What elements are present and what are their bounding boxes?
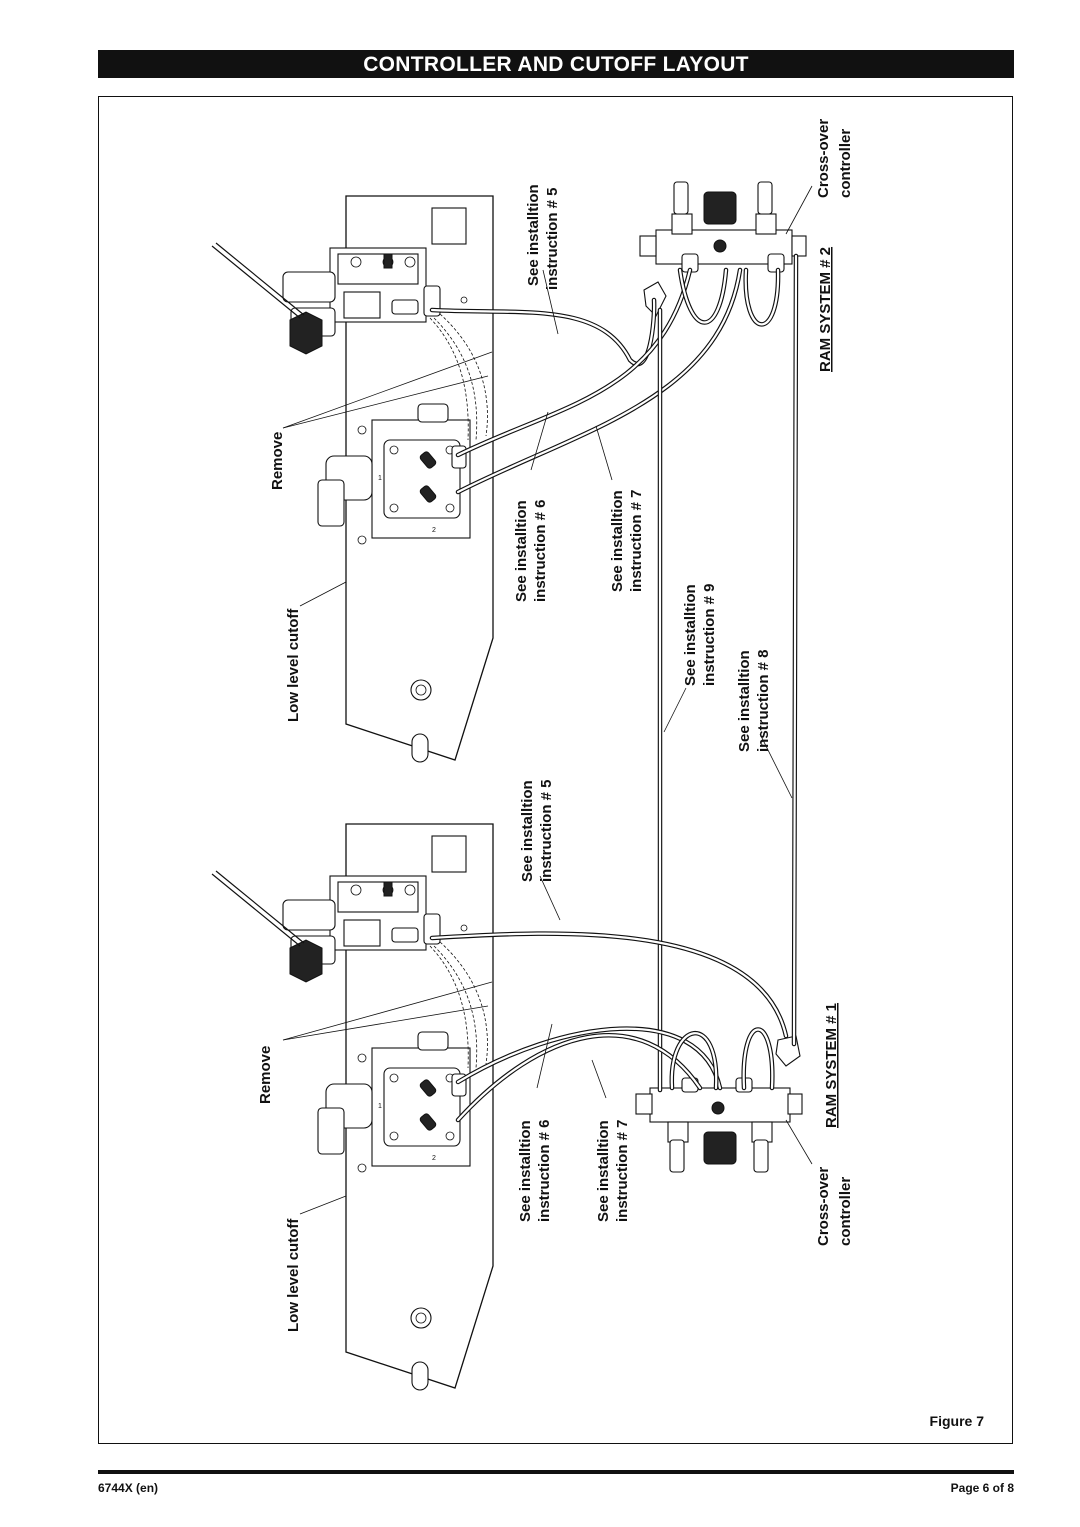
see-installation-9-l1: See installtion [682,584,699,686]
see-installation-7-upper-l1: See installtion [609,490,626,592]
footer-rule [98,1470,1014,1474]
remove-label-lower: Remove [257,1046,274,1104]
remove-label-upper: Remove [269,432,286,490]
see-installation-8-l1: See installtion [736,650,753,752]
see-installation-6-lower-l2: instruction # 6 [536,1119,553,1222]
crossover-label-top-l2: controller [837,129,854,198]
see-installation-7-lower-l2: instruction # 7 [614,1119,631,1222]
page-title: CONTROLLER AND CUTOFF LAYOUT [98,50,1014,78]
upper-plate-assembly [211,195,494,763]
page-number: Page 6 of 8 [950,1481,1014,1495]
low-level-cutoff-label-upper: Low level cutoff [285,608,302,722]
see-installation-6-lower-l1: See installtion [517,1120,534,1222]
ram-system-2-label: RAM SYSTEM # 2 [817,247,834,372]
lower-plate-assembly [211,823,494,1391]
tubing-upper [429,253,799,1093]
figure-caption: Figure 7 [929,1413,984,1429]
see-installation-5-upper-l1: See installtion [525,184,542,286]
tubing-lower [429,931,789,1123]
crossover-label-bottom-l1: Cross-over [815,1167,832,1246]
document-id: 6744X (en) [98,1481,159,1495]
see-installation-5-upper-l2: instruction # 5 [544,187,561,290]
see-installation-7-upper-l2: instruction # 7 [628,489,645,592]
see-installation-5-lower-l1: See installtion [519,780,536,882]
see-installation-6-upper-l2: instruction # 6 [532,499,549,602]
low-level-cutoff-label-lower: Low level cutoff [285,1218,302,1332]
leader-lines [282,185,813,1215]
crossover-controller-2 [639,181,807,317]
see-installation-8-l2: instruction # 8 [755,649,772,752]
diagram-labels: Remove Low level cutoff Remove Low level… [257,119,854,1332]
crossover-label-bottom-l2: controller [837,1177,854,1246]
see-installation-7-lower-l1: See installtion [595,1120,612,1222]
see-installation-9-l2: instruction # 9 [701,583,718,686]
crossover-controller-1 [635,1035,803,1173]
see-installation-6-upper-l1: See installtion [513,500,530,602]
ram-system-1-label: RAM SYSTEM # 1 [823,1003,840,1128]
see-installation-5-lower-l2: instruction # 5 [538,779,555,882]
crossover-label-top-l1: Cross-over [815,119,832,198]
figure-frame: Figure 7 [98,96,1013,1444]
